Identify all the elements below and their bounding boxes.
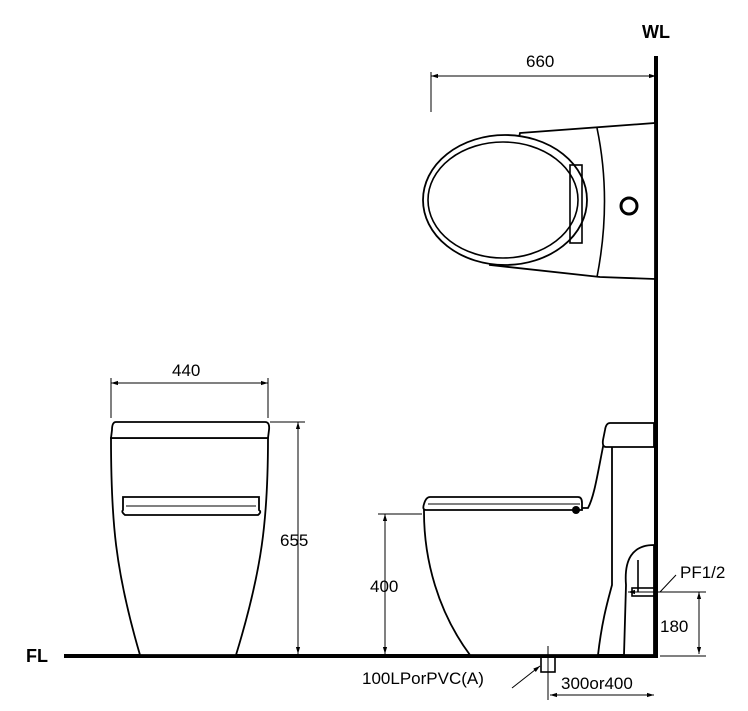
front-view-tank-lid (109, 421, 271, 439)
rough-in-value: 300or400 (561, 674, 633, 693)
front-view-base (110, 437, 269, 656)
top-view-seat-hinge (569, 164, 583, 244)
side-view-body (423, 431, 613, 656)
supply-height-value: 180 (660, 617, 688, 636)
side-view-hinge (572, 506, 580, 514)
supply-arrow (659, 574, 677, 593)
front-width-value: 440 (172, 361, 200, 380)
pipe-label: 100LPorPVC(A) (362, 669, 484, 688)
seat-height-value: 400 (370, 577, 398, 596)
side-view-tank-lid (601, 422, 655, 448)
supply-label: PF1/2 (680, 563, 725, 582)
top-view-bowl-inner (427, 141, 579, 259)
floor-line-label: FL (26, 646, 48, 666)
wall-line-label: WL (642, 22, 670, 42)
supply-housing (623, 544, 655, 656)
top-width-value: 660 (526, 52, 554, 71)
flush-button-icon (619, 196, 639, 216)
top-view-tank-edge (596, 127, 606, 278)
side-view: PF1/2 400 180 100LPorPVC(A) 300or400 (362, 422, 725, 700)
top-view: 660 (422, 52, 656, 280)
pipe-leader-line (511, 665, 541, 689)
front-view: 440 655 (109, 361, 308, 656)
top-view-bowl-outer (422, 134, 588, 266)
front-height-value: 655 (280, 531, 308, 550)
